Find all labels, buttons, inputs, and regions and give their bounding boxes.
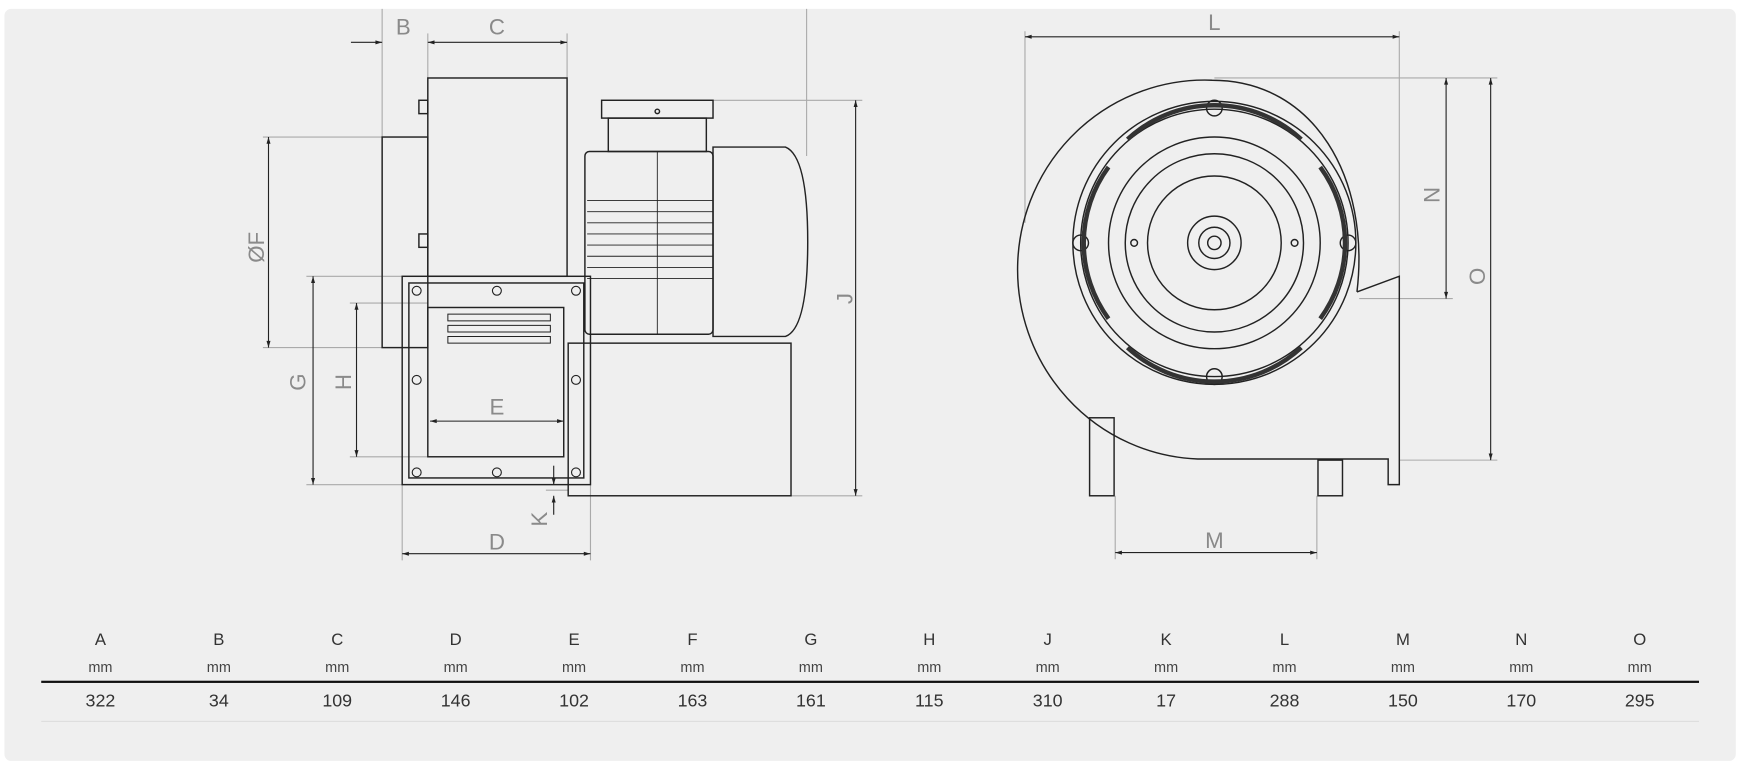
label-j: J <box>832 293 857 304</box>
side-view <box>381 77 809 497</box>
unit-cell: mm <box>206 658 231 676</box>
unit-cell: mm <box>1627 658 1652 676</box>
outlet-flange <box>401 275 592 486</box>
value-cell: 17 <box>1156 691 1177 711</box>
column-header: C <box>331 630 344 650</box>
column-header: F <box>687 630 698 650</box>
column-header: E <box>568 630 580 650</box>
label-o: O <box>1465 268 1490 285</box>
unit-cell: mm <box>443 658 468 676</box>
value-cell: 150 <box>1388 691 1418 711</box>
column-header: N <box>1515 630 1528 650</box>
fan-housing <box>427 77 568 278</box>
column-header: B <box>213 630 225 650</box>
value-cell: 102 <box>559 691 589 711</box>
fan-dimension-drawing: B C ØF G H E D K J L M N O <box>244 8 1498 561</box>
front-view <box>1016 79 1401 497</box>
column-header: D <box>449 630 462 650</box>
label-c: C <box>489 15 505 40</box>
value-cell: 146 <box>440 691 471 711</box>
label-g: G <box>285 373 310 390</box>
label-m: M <box>1205 528 1224 553</box>
value-cell: 170 <box>1506 691 1537 711</box>
motor-body <box>584 150 714 335</box>
unit-cell: mm <box>325 658 350 676</box>
dimension-labels: B C ØF G H E D K J L M N O <box>244 10 1490 554</box>
column-header: L <box>1279 630 1290 650</box>
label-l: L <box>1208 10 1220 35</box>
value-cell: 322 <box>85 691 116 711</box>
unit-cell: mm <box>1035 658 1060 676</box>
unit-cell: mm <box>680 658 705 676</box>
unit-cell: mm <box>1272 658 1297 676</box>
value-cell: 161 <box>795 691 826 711</box>
label-d: D <box>489 529 505 554</box>
base-plate <box>567 342 792 497</box>
value-cell: 109 <box>322 691 353 711</box>
label-k: K <box>527 512 552 527</box>
column-header: O <box>1633 630 1647 650</box>
unit-cell: mm <box>1390 658 1415 676</box>
unit-cell: mm <box>88 658 113 676</box>
unit-cell: mm <box>1509 658 1534 676</box>
motor-fan-cover <box>712 146 809 338</box>
column-header: A <box>94 630 106 650</box>
column-header: J <box>1043 630 1052 650</box>
unit-cell: mm <box>798 658 823 676</box>
column-header: M <box>1395 630 1410 650</box>
value-cell: 163 <box>677 691 708 711</box>
column-header: H <box>923 630 936 650</box>
header-divider <box>41 680 1700 683</box>
label-h: H <box>331 374 356 390</box>
inlet-flange <box>381 136 429 349</box>
label-f: ØF <box>244 232 269 263</box>
table-row: 322 34 109 146 102 163 161 115 310 17 288 150 170 295 <box>41 683 1699 721</box>
unit-cell: mm <box>561 658 587 676</box>
unit-cell: mm <box>1154 658 1179 676</box>
value-cell: 310 <box>1032 691 1063 711</box>
row-divider <box>41 720 1700 722</box>
value-cell: 34 <box>208 691 229 711</box>
table-unit-row: mm mm mm mm mm mm mm mm mm mm mm mm mm mm <box>41 654 1699 681</box>
dimension-lines <box>266 34 1493 556</box>
foot-left <box>1088 417 1115 497</box>
label-e: E <box>489 394 504 419</box>
scroll-housing <box>1016 79 1401 486</box>
outlet-opening <box>427 306 565 458</box>
column-header: K <box>1160 630 1172 650</box>
unit-cell: mm <box>917 658 942 676</box>
impeller <box>1107 136 1321 350</box>
foot-right <box>1317 459 1344 497</box>
value-cell: 288 <box>1269 691 1300 711</box>
value-cell: 115 <box>915 691 944 711</box>
label-n: N <box>1419 187 1444 203</box>
label-b: B <box>396 15 411 40</box>
column-header: G <box>804 630 818 650</box>
value-cell: 295 <box>1624 691 1655 711</box>
